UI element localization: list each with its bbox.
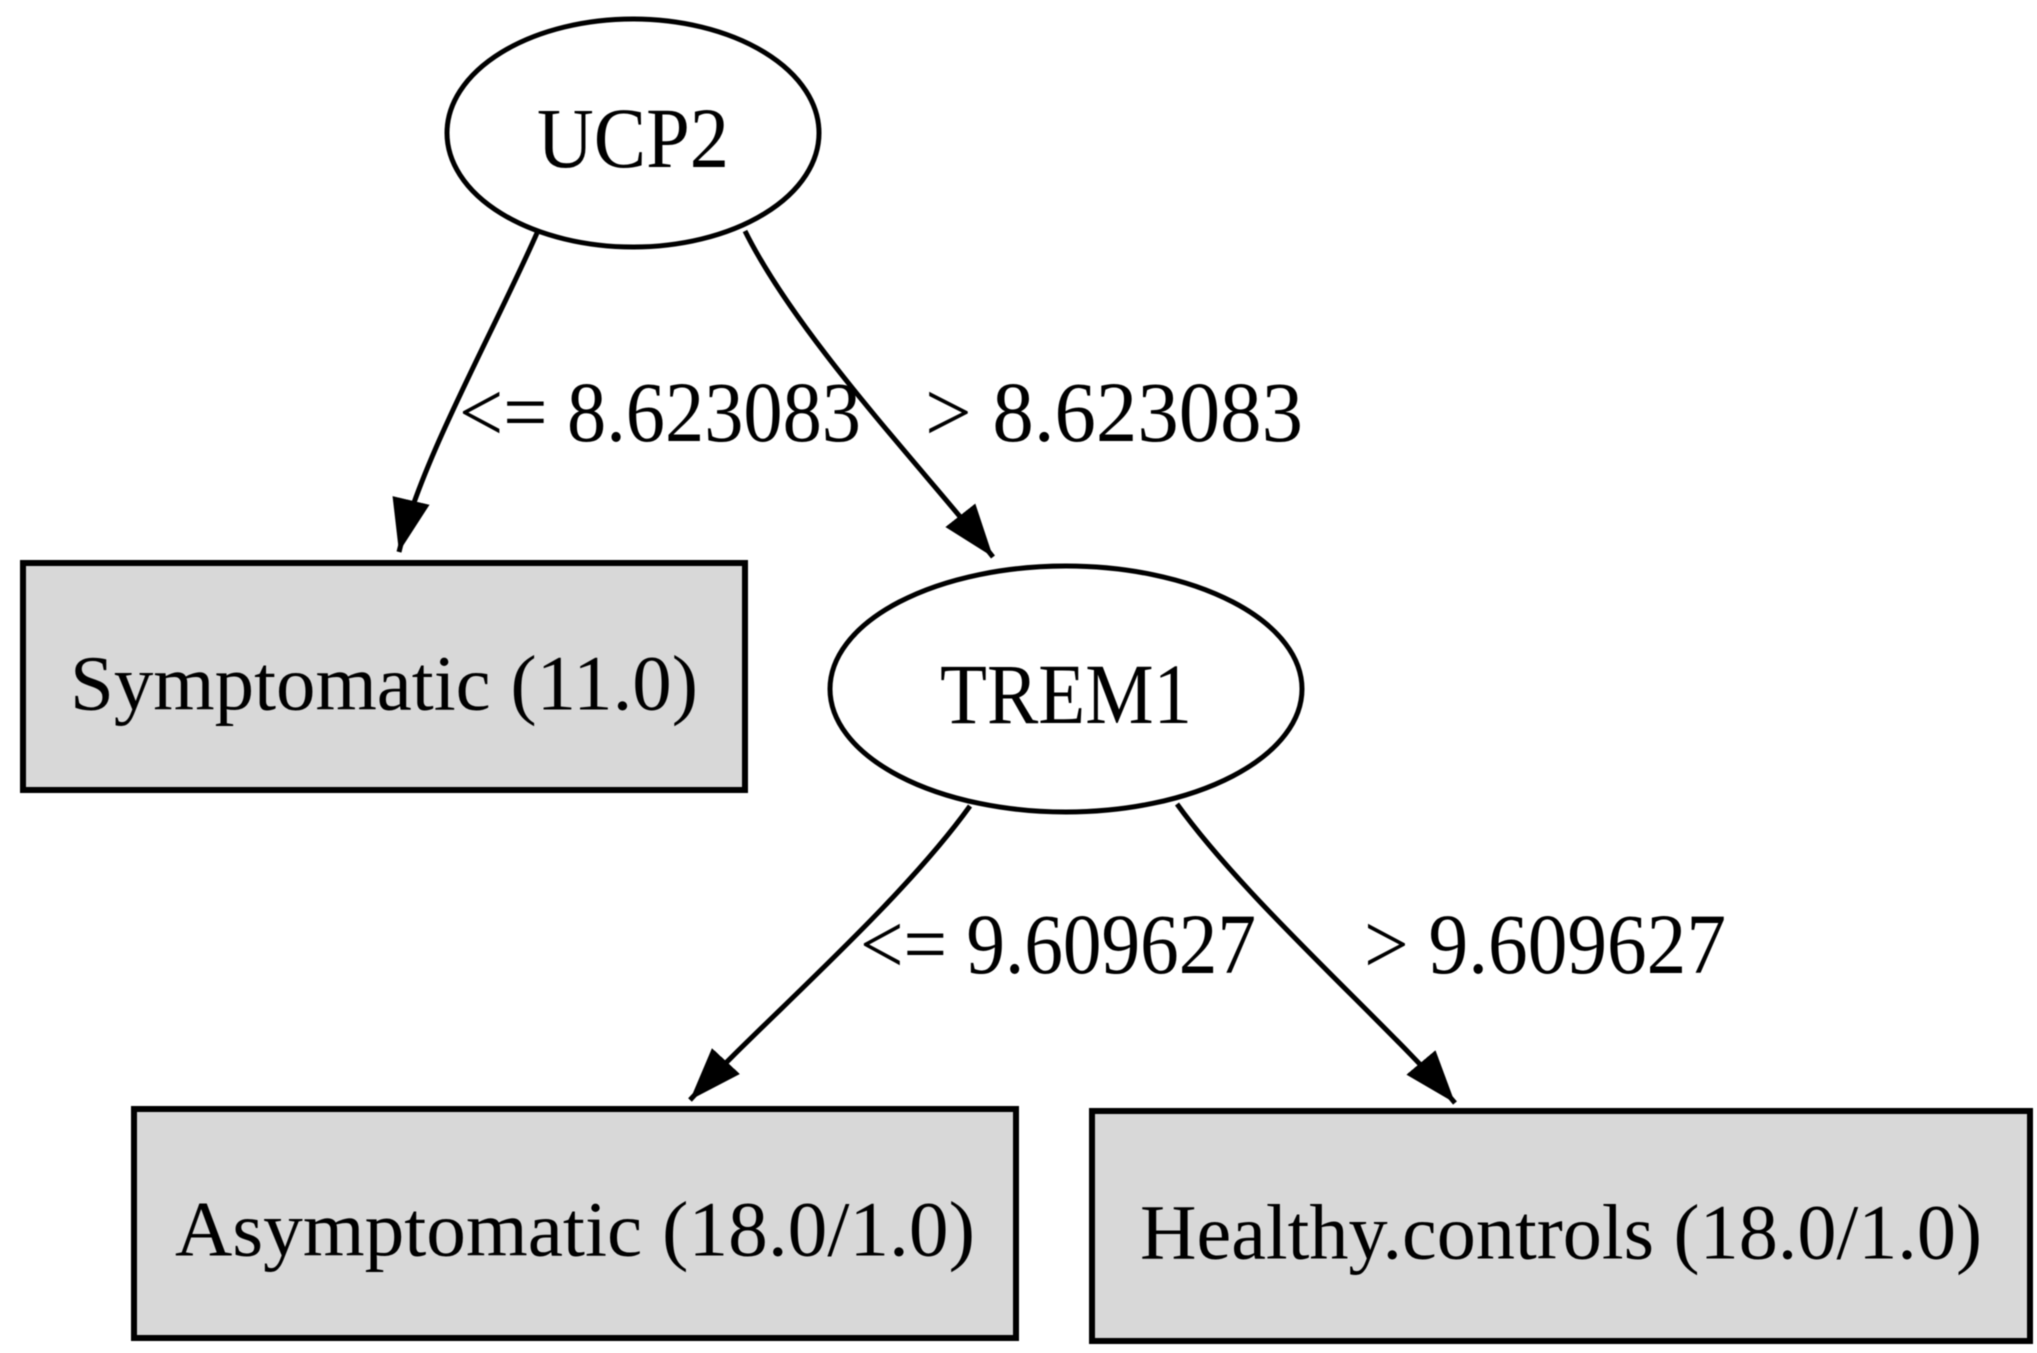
node-ucp2-label: UCP2 [537,90,729,186]
leaf-healthy-controls-label: Healthy.controls (18.0/1.0) [1140,1189,1982,1276]
edge-trem1-to-healthy-controls [1174,802,1457,1105]
edge-line-trem1-right [1174,802,1457,1105]
edge-line-trem1-left [688,804,973,1102]
leaf-symptomatic: Symptomatic (11.0) [20,560,748,793]
leaf-asymptomatic: Asymptomatic (18.0/1.0) [131,1106,1019,1341]
edge-label-trem1-left: <= 9.609627 [860,896,1256,992]
node-trem1-ellipse [827,563,1305,815]
edge-line-ucp2-left [392,231,540,553]
edge-trem1-to-asymptomatic [688,804,973,1102]
leaf-symptomatic-label: Symptomatic (11.0) [70,640,698,727]
leaf-healthy-controls-box [1089,1108,2033,1344]
leaf-symptomatic-box [20,560,748,793]
leaf-asymptomatic-label: Asymptomatic (18.0/1.0) [175,1186,975,1273]
node-trem1-label: TREM1 [940,646,1192,742]
leaf-asymptomatic-box [131,1106,1019,1341]
leaf-healthy-controls: Healthy.controls (18.0/1.0) [1089,1108,2033,1344]
edge-label-trem1-right: > 9.609627 [1364,896,1726,992]
edge-ucp2-to-trem1 [742,229,995,559]
node-ucp2: UCP2 [444,16,822,250]
edge-label-ucp2-right: > 8.623083 [925,364,1303,460]
node-trem1: TREM1 [827,563,1305,815]
edge-ucp2-to-symptomatic [392,231,540,553]
node-ucp2-ellipse [444,16,822,250]
edge-label-ucp2-left: <= 8.623083 [459,364,861,460]
edge-line-ucp2-right [742,229,995,559]
